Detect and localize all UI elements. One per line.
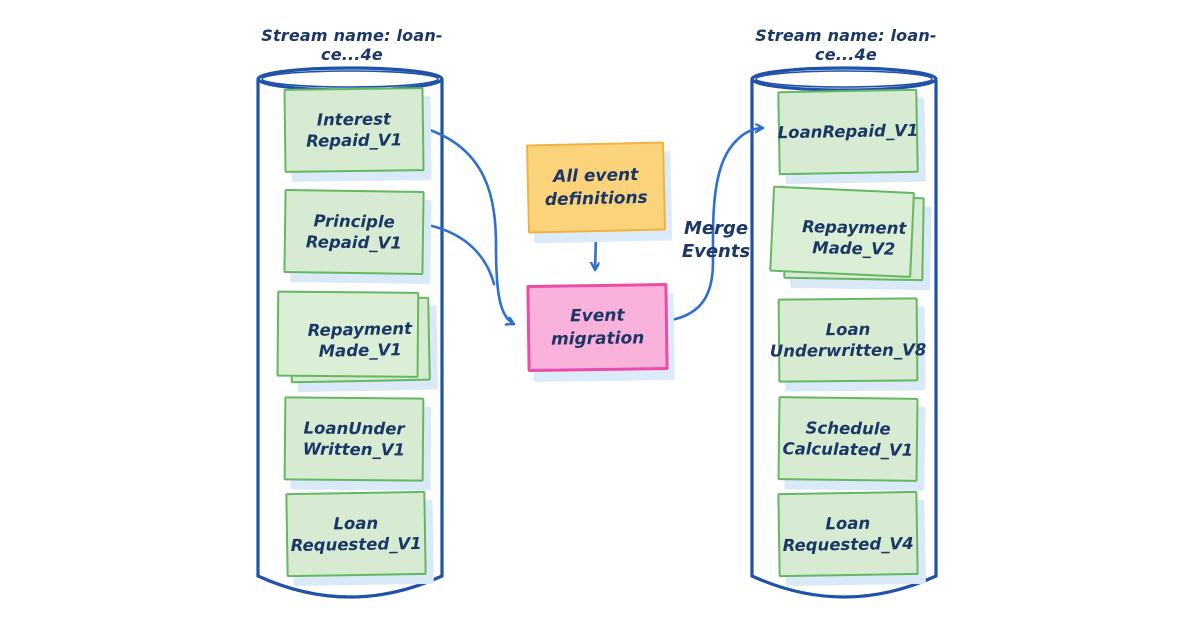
left-stream-name-label: Stream name: loan-ce...4e bbox=[261, 26, 443, 64]
event-card: Loan Requested_V4 bbox=[777, 490, 919, 578]
event-migration-box: Event migration bbox=[526, 283, 669, 372]
event-card: Loan Underwritten_V8 bbox=[770, 297, 926, 383]
event-card: Loan Requested_V1 bbox=[285, 490, 427, 578]
event-card: Interest Repaid_V1 bbox=[283, 87, 425, 173]
event-card-label: Repayment Made_V2 bbox=[801, 216, 907, 259]
event-card: Schedule Calculated_V1 bbox=[777, 396, 919, 482]
event-card: LoanUnder Written_V1 bbox=[283, 396, 425, 482]
event-card: Principle Repaid_V1 bbox=[283, 189, 425, 275]
event-card-stacked: Repayment Made_V2 bbox=[769, 185, 925, 282]
event-card: LoanRepaid_V1 bbox=[777, 88, 919, 176]
arrow-definitions-to-migration bbox=[595, 234, 596, 272]
event-card-label: Repayment Made_V1 bbox=[307, 318, 413, 361]
event-card-stacked: Repayment Made_V1 bbox=[276, 290, 431, 384]
right-stream-name-label: Stream name: loan-ce...4e bbox=[755, 26, 937, 64]
merge-events-label: Merge Events bbox=[681, 218, 751, 262]
all-event-definitions-box: All event definitions bbox=[526, 141, 666, 234]
